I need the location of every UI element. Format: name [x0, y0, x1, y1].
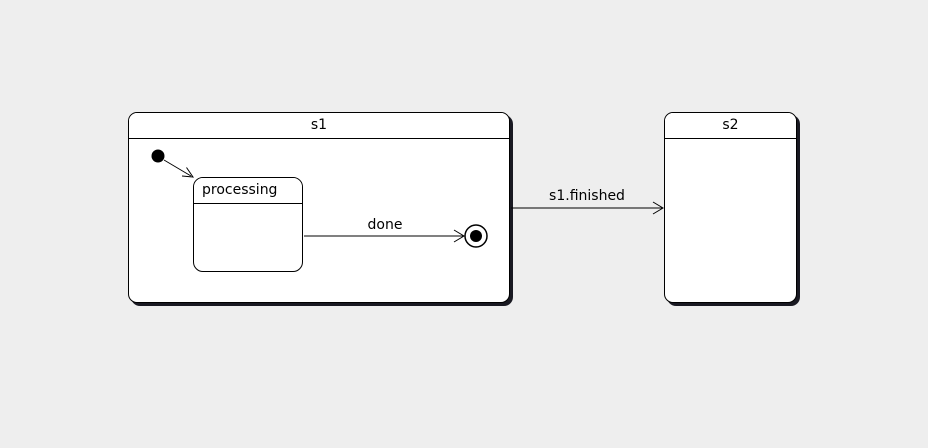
state-processing[interactable]: processing: [193, 177, 303, 272]
state-s2[interactable]: s2: [664, 112, 797, 303]
state-s1-body: [129, 139, 509, 302]
state-s1[interactable]: s1: [128, 112, 510, 303]
transition-label-done[interactable]: done: [367, 217, 403, 233]
state-s2-body: [665, 139, 796, 302]
state-s2-title: s2: [665, 113, 796, 139]
state-processing-title: processing: [194, 178, 302, 204]
transition-label-s1-finished[interactable]: s1.finished: [549, 188, 625, 204]
state-processing-body: [194, 204, 302, 271]
state-s1-title: s1: [129, 113, 509, 139]
